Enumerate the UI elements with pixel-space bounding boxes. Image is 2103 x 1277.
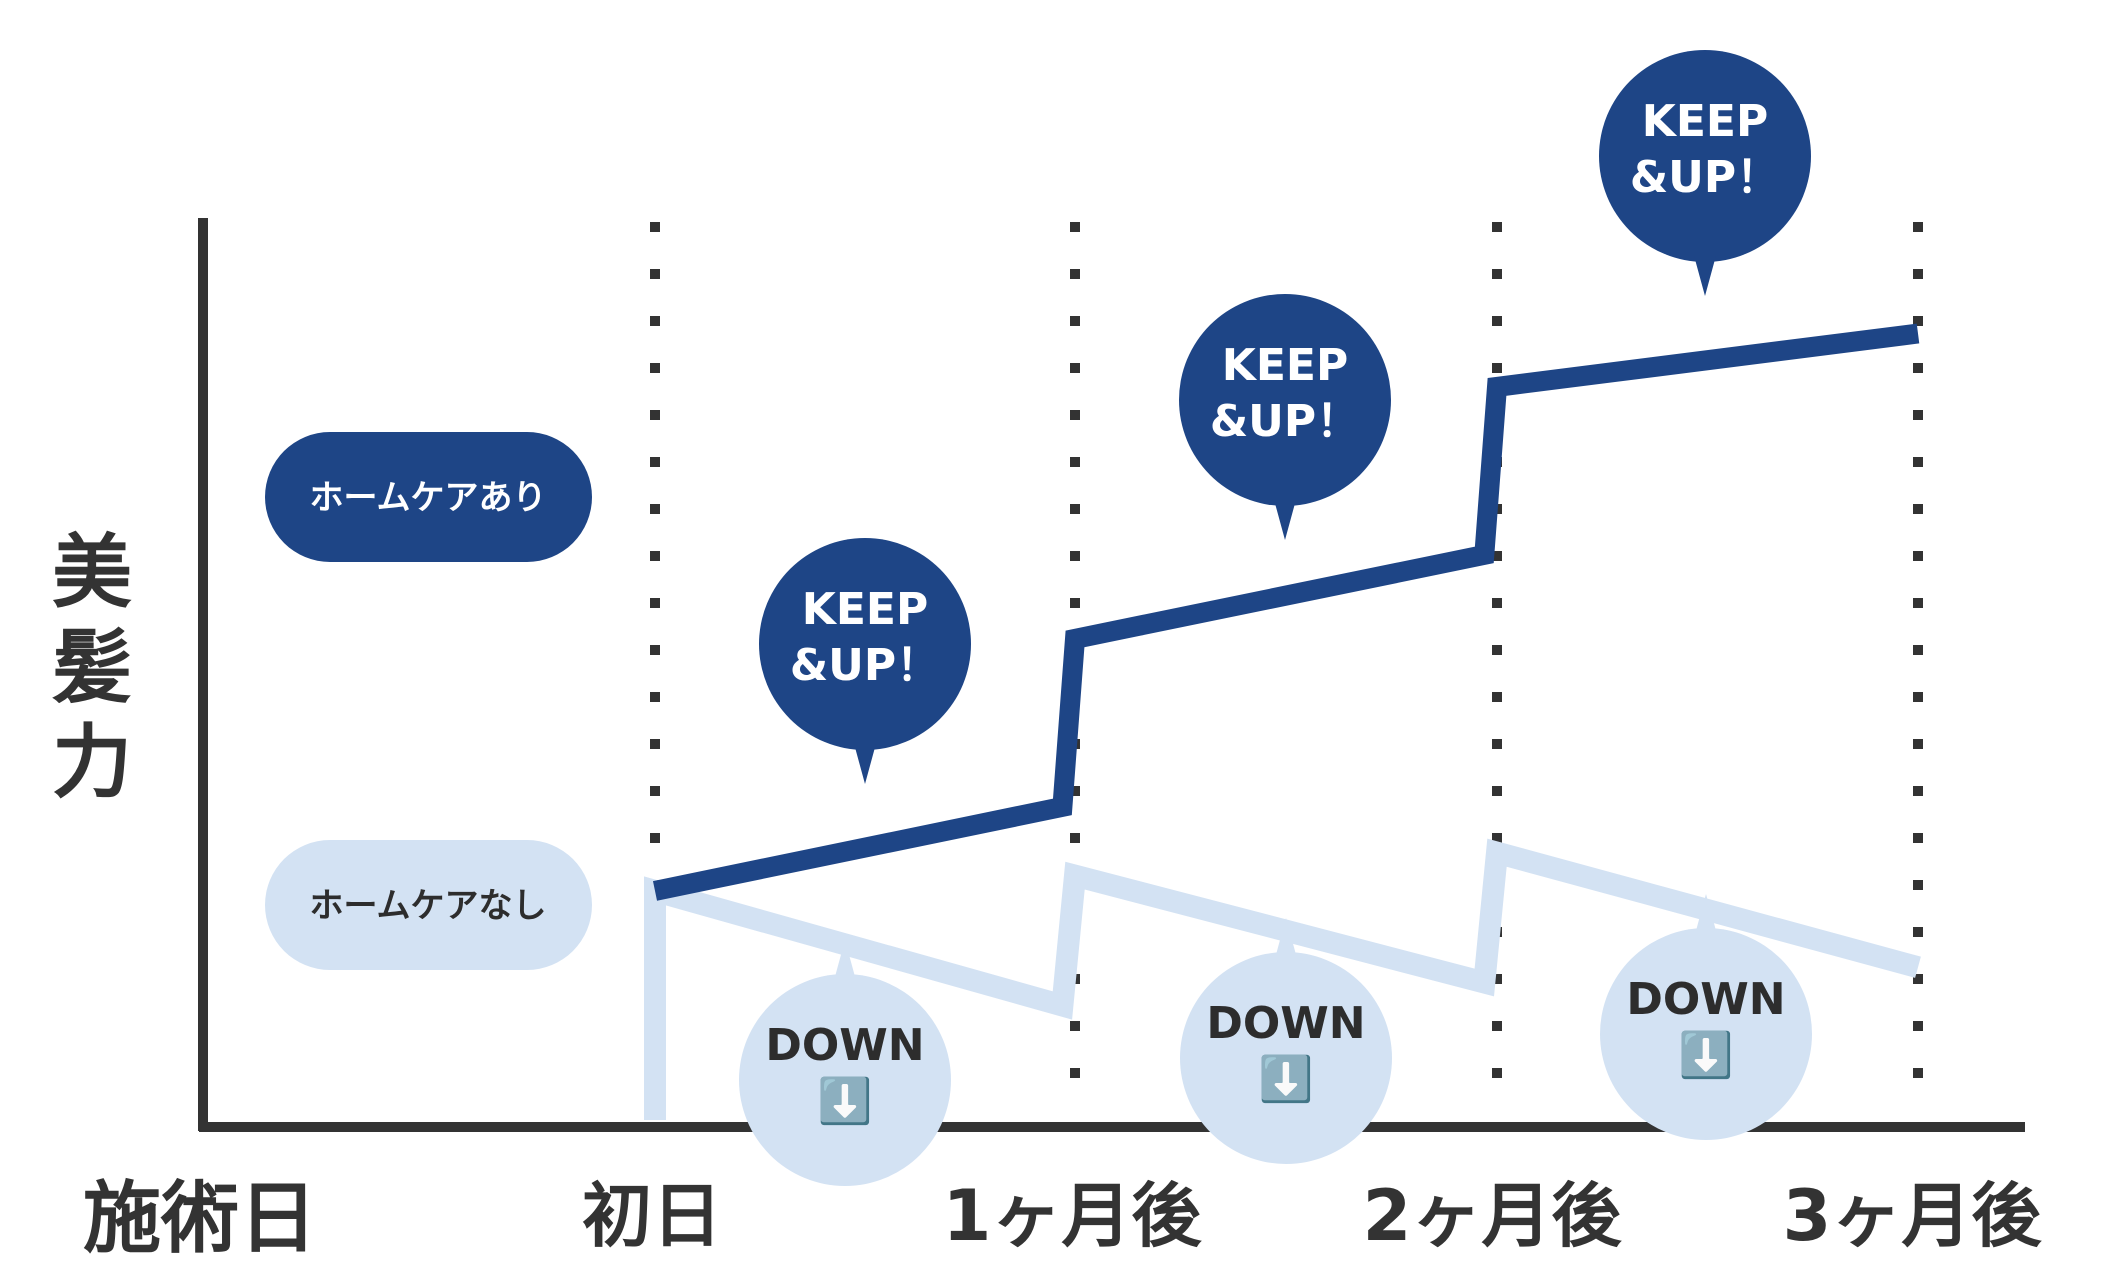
gridlines (650, 222, 1923, 1100)
y-axis-label-char: 美 (52, 526, 132, 619)
annotation-bubble-down-3: DOWN⬇️ (1600, 894, 1812, 1140)
series (644, 323, 1921, 1120)
bubble-circle (1599, 50, 1811, 262)
bubble-circle (1180, 952, 1392, 1164)
bubble-pointer (833, 940, 857, 984)
bubble-text-line: &UP！ (790, 640, 940, 691)
bubble-circle (1600, 928, 1812, 1140)
bubble-text-line: ⬇️ (1679, 1030, 1734, 1081)
x-axis-title: 施術日 (83, 1174, 317, 1264)
bubble-circle (759, 538, 971, 750)
bubble-pointer (853, 740, 877, 784)
bubble-text-line: KEEP (1642, 96, 1768, 147)
legend-item-without-homecare: ホームケアなし (265, 840, 592, 970)
bubble-text-line: DOWN (1626, 974, 1785, 1025)
bubble-pointer (1694, 894, 1718, 938)
annotation-bubble-up-3: KEEP&UP！ (1599, 50, 1811, 296)
legend-label: ホームケアなし (310, 886, 547, 926)
bubble-text-line: ⬇️ (818, 1076, 873, 1127)
bubble-pointer (1693, 252, 1717, 296)
y-axis-label-char: 力 (52, 716, 132, 809)
bubble-text-line: &UP！ (1210, 396, 1360, 447)
y-axis-label-char: 髪 (52, 621, 132, 714)
bubble-text: DOWN⬇️ (765, 1020, 924, 1127)
bubble-pointer (1273, 496, 1297, 540)
bubble-text: KEEP&UP！ (1210, 340, 1360, 447)
legend-item-with-homecare: ホームケアあり (265, 432, 592, 562)
bubble-circle (1179, 294, 1391, 506)
legend-label: ホームケアあり (310, 478, 547, 518)
annotation-bubbles: KEEP&UP！KEEP&UP！KEEP&UP！DOWN⬇️DOWN⬇️DOWN… (739, 50, 1812, 1186)
bubble-pointer (1274, 918, 1298, 962)
bubble-text: KEEP&UP！ (1630, 96, 1780, 203)
x-tick-label: 3ヶ月後 (1783, 1175, 2043, 1257)
bubble-text: KEEP&UP！ (790, 584, 940, 691)
annotation-bubble-up-2: KEEP&UP！ (1179, 294, 1391, 540)
bubble-text-line: KEEP (1222, 340, 1348, 391)
bubble-text-line: ⬇️ (1259, 1054, 1314, 1105)
series-line-0 (652, 323, 1920, 901)
x-tick-label: 1ヶ月後 (943, 1175, 1203, 1257)
bubble-text: DOWN⬇️ (1626, 974, 1785, 1081)
annotation-bubble-down-2: DOWN⬇️ (1180, 918, 1392, 1164)
annotation-bubble-up-1: KEEP&UP！ (759, 538, 971, 784)
legend-pill (265, 432, 592, 562)
legend-pill (265, 840, 592, 970)
bubble-text-line: &UP！ (1630, 152, 1780, 203)
y-axis-label: 美髪力 (52, 526, 132, 809)
annotation-bubble-down-1: DOWN⬇️ (739, 940, 951, 1186)
bubble-text-line: DOWN (1206, 998, 1365, 1049)
x-tick-label: 2ヶ月後 (1363, 1175, 1623, 1257)
bubble-text-line: DOWN (765, 1020, 924, 1071)
bubble-circle (739, 974, 951, 1186)
bubble-text-line: KEEP (802, 584, 928, 635)
bubble-text: DOWN⬇️ (1206, 998, 1365, 1105)
x-tick-label: 初日 (582, 1175, 722, 1257)
